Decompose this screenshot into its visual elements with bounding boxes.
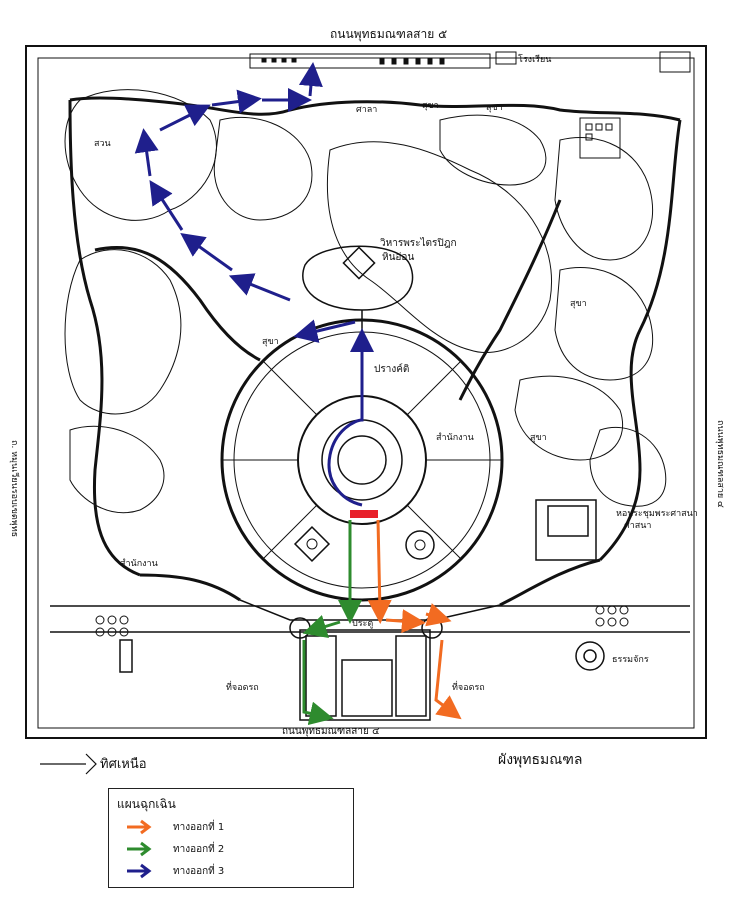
top-gate-strip (249, 51, 691, 73)
legend-item-exit-1: ทางออกที่ 1 (125, 817, 345, 837)
roads (68, 96, 682, 607)
restroom-d-label: สุขา (262, 337, 279, 347)
route-3 (134, 62, 374, 507)
north-label: ทิศเหนือ (100, 756, 147, 772)
legend-label-exit-2: ทางออกที่ 2 (173, 844, 225, 855)
legend-item-exit-3: ทางออกที่ 3 (125, 861, 345, 881)
small-details (95, 117, 629, 637)
right-road-label: ถนนพุทธมณฑลสาย ๔ (715, 420, 725, 508)
legend: แผนฉุกเฉิน ทางออกที่ 1 ทางออกที่ 2 ทางออ… (108, 788, 354, 888)
vihara-label: วิหารพระไตรปิฎก (380, 237, 457, 249)
restroom-a-label: สุขา (422, 101, 439, 111)
legend-label-exit-1: ทางออกที่ 1 (173, 822, 225, 833)
gate-label: ประตู (352, 619, 373, 629)
restroom-b-label: สุขา (570, 299, 587, 309)
left-road-label: ถ. หมุนเวียนรอบเขตพุทธ (9, 440, 20, 537)
assembly-point-marker (350, 510, 378, 518)
map-labels: ถนนพุทธมณฑลสาย ๕ ถนนพุทธมณฑลสาย ๔ ถ. หมุ… (9, 27, 725, 772)
legend-label-exit-3: ทางออกที่ 3 (173, 866, 225, 877)
vihara-sub-label: หินอ่อน (382, 252, 414, 263)
blue-arrow-icon (127, 863, 152, 879)
office-label: สำนักงาน (120, 558, 158, 569)
south-hall-label: หอประชุมพระศาสนา (616, 509, 698, 519)
legend-title: แผนฉุกเฉิน (117, 797, 176, 811)
garden-label: สวน (94, 139, 111, 149)
route-2 (302, 520, 362, 726)
route-1 (367, 519, 462, 720)
water-features (64, 89, 667, 514)
parking-left-label: ที่จอดรถ (226, 680, 259, 693)
pavilion-label: ศาลา (356, 105, 377, 115)
school-label: โรงเรียน (518, 54, 551, 65)
wheel-label: ธรรมจักร (612, 655, 649, 665)
orange-arrow-icon (127, 819, 152, 835)
main-building-label: สำนักงาน (436, 432, 474, 443)
north-arrow-icon (40, 753, 97, 775)
prasat-label: ปรางค์ติ (374, 363, 409, 375)
legend-item-exit-2: ทางออกที่ 2 (125, 839, 345, 859)
restroom-c-label: สุขา (530, 433, 547, 443)
site-boundary (25, 45, 707, 739)
site-title: ผังพุทธมณฑล (498, 752, 582, 768)
toilet-label: สุขา (486, 103, 503, 113)
top-road-label: ถนนพุทธมณฑลสาย ๕ (330, 27, 447, 42)
south-hall-sub-label: ศาสนา (624, 521, 651, 531)
bottom-road-label: ถนนพุทธมณฑลสาย ๔ (282, 726, 380, 737)
parking-right-label: ที่จอดรถ (452, 680, 485, 693)
green-arrow-icon (127, 841, 152, 857)
